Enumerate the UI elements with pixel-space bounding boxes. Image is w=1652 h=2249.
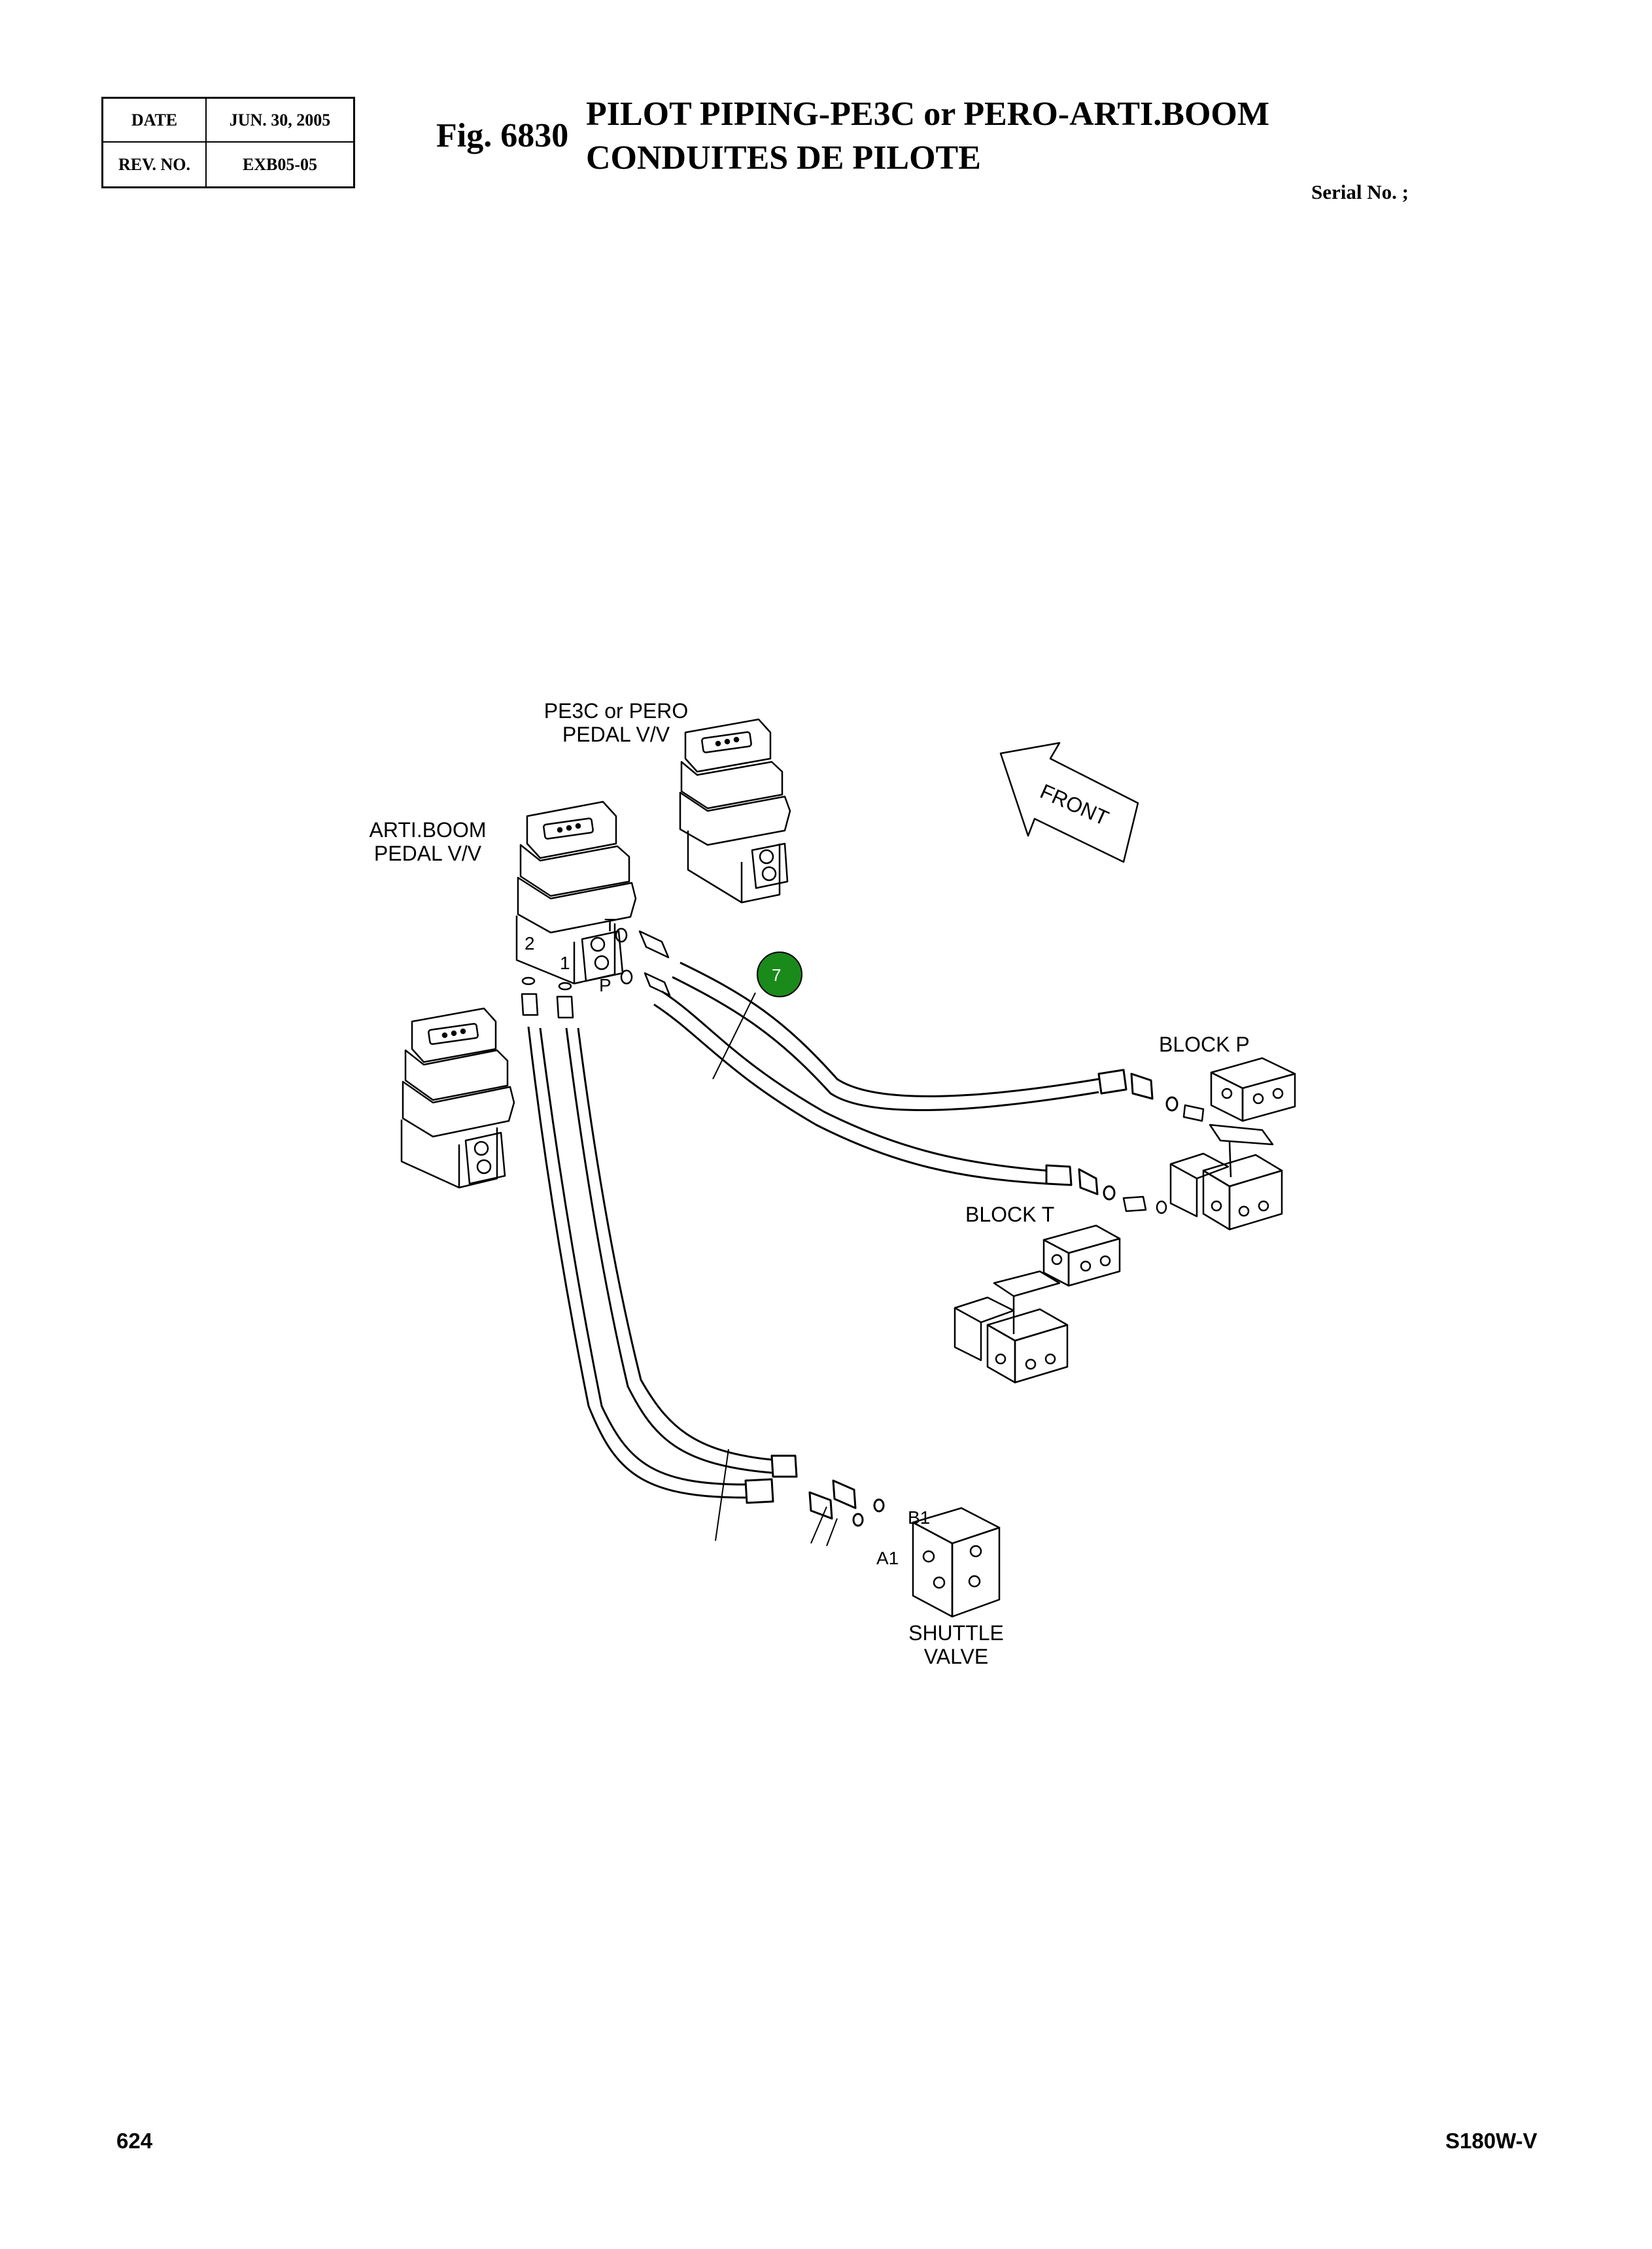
pe3c-pedal-valve <box>679 718 791 904</box>
arti-boom-label-line1: ARTI.BOOM <box>370 818 487 842</box>
port-1-label: 1 <box>560 953 570 973</box>
model-number: S180W-V <box>1445 2129 1538 2153</box>
rev-label: REV. NO. <box>103 143 207 186</box>
pe3c-label-line2: PEDAL V/V <box>562 723 670 746</box>
front-label: FRONT <box>1037 780 1112 831</box>
shuttle-valve-label-line2: VALVE <box>924 1645 988 1668</box>
callout-7-number[interactable]: 7 <box>772 965 781 985</box>
revision-row-rev: REV. NO. EXB05-05 <box>103 143 353 186</box>
callout-7[interactable]: 7 <box>757 952 802 997</box>
port-b1-label: B1 <box>908 1507 930 1528</box>
arti-boom-pedal-valve <box>515 800 671 1019</box>
date-value: JUN. 30, 2005 <box>229 110 331 129</box>
revision-row-date: DATE JUN. 30, 2005 <box>103 99 353 143</box>
arti-boom-label-line2: PEDAL V/V <box>374 842 482 865</box>
port-t-label: T <box>604 915 615 935</box>
port-a1-label: A1 <box>876 1548 899 1568</box>
revision-table: DATE JUN. 30, 2005 REV. NO. EXB05-05 <box>101 97 355 188</box>
figure-number: Fig. 6830 <box>436 117 569 154</box>
pe3c-label-line1: PE3C or PERO <box>544 699 689 723</box>
lower-pedal-valve <box>400 1007 515 1189</box>
callout-7-circle[interactable] <box>757 952 802 997</box>
port-p-label: P <box>599 975 611 995</box>
front-arrow <box>999 742 1139 863</box>
hoses-to-shuttle-valve <box>527 1026 885 1547</box>
hose-p-to-block-t <box>653 990 1116 1201</box>
hose-t-to-block-p <box>672 961 1179 1112</box>
port-2-label: 2 <box>525 933 535 953</box>
callout-leader <box>712 992 756 1080</box>
date-label: DATE <box>103 99 207 141</box>
shuttle-valve-label-line1: SHUTTLE <box>908 1621 1004 1645</box>
block-t <box>954 1224 1121 1384</box>
rev-value: EXB05-05 <box>242 154 318 174</box>
shuttle-valve <box>912 1507 1001 1618</box>
serial-number: Serial No. ; <box>1311 180 1409 203</box>
block-p-label: BLOCK P <box>1159 1033 1250 1056</box>
block-t-label: BLOCK T <box>965 1203 1054 1226</box>
block-p <box>1122 1057 1296 1231</box>
page-subtitle: CONDUITES DE PILOTE <box>586 139 981 177</box>
page-number: 624 <box>116 2129 153 2153</box>
page-title: PILOT PIPING-PE3C or PERO-ARTI.BOOM <box>586 95 1269 133</box>
